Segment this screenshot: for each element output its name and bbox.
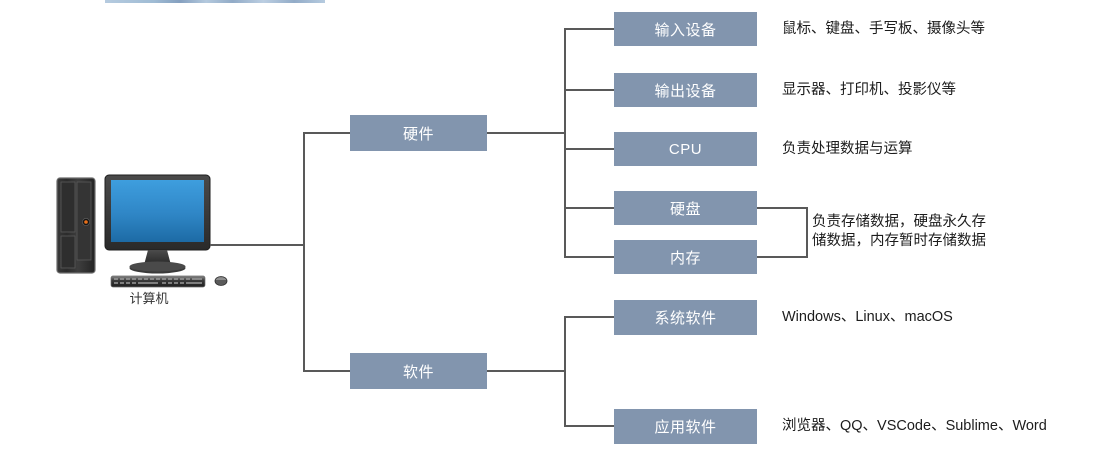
node-system-software[interactable]: 系统软件 xyxy=(614,300,757,335)
software-stem xyxy=(487,370,566,372)
root-label: 计算机 xyxy=(129,291,169,306)
branch-hard-disk xyxy=(564,207,614,209)
node-hard-disk-label: 硬盘 xyxy=(669,200,701,218)
branch-app-software xyxy=(564,425,614,427)
node-cpu[interactable]: CPU xyxy=(614,132,757,166)
trunk-to-hardware xyxy=(303,132,351,134)
node-app-software-label: 应用软件 xyxy=(654,419,717,436)
desc-app-software: 浏览器、QQ、VSCode、Sublime、Word xyxy=(782,418,1047,434)
node-input-device-label: 输入设备 xyxy=(654,21,717,39)
node-hardware[interactable]: 硬件 xyxy=(350,115,487,151)
branch-output-device xyxy=(564,89,614,91)
node-hard-disk[interactable]: 硬盘 xyxy=(614,191,757,225)
desc-storage-group: 负责存储数据，硬盘永久存 储数据，内存暂时存储数据 xyxy=(812,214,986,249)
desc-input-device: 鼠标、键盘、手写板、摄像头等 xyxy=(782,21,985,37)
trunk-vertical xyxy=(303,132,305,372)
node-cpu-label: CPU xyxy=(668,140,703,158)
node-software-label: 软件 xyxy=(402,363,434,381)
desc-system-software: Windows、Linux、macOS xyxy=(782,309,953,325)
node-software[interactable]: 软件 xyxy=(350,353,487,389)
trunk-to-software xyxy=(303,370,351,372)
node-output-device-label: 输出设备 xyxy=(654,82,717,100)
node-output-device[interactable]: 输出设备 xyxy=(614,73,757,107)
node-memory-label: 内存 xyxy=(669,249,701,267)
branch-cpu xyxy=(564,148,614,150)
top-cropped-strip xyxy=(105,0,325,3)
hardware-spine xyxy=(564,28,566,257)
hardware-stem xyxy=(487,132,566,134)
branch-input-device xyxy=(564,28,614,30)
merge-bracket-bottom xyxy=(757,256,808,258)
branch-memory xyxy=(564,256,614,258)
node-input-device[interactable]: 输入设备 xyxy=(614,12,757,46)
trunk-horizontal xyxy=(210,244,305,246)
desc-cpu: 负责处理数据与运算 xyxy=(782,141,913,157)
node-memory[interactable]: 内存 xyxy=(614,240,757,274)
desc-output-device: 显示器、打印机、投影仪等 xyxy=(782,82,956,98)
branch-system-software xyxy=(564,316,614,318)
node-hardware-label: 硬件 xyxy=(402,125,434,143)
merge-bracket-top xyxy=(757,207,808,209)
software-spine xyxy=(564,316,566,426)
node-system-software-label: 系统软件 xyxy=(654,310,717,327)
node-app-software[interactable]: 应用软件 xyxy=(614,409,757,444)
merge-bracket-spine xyxy=(806,207,808,258)
desktop-computer-icon xyxy=(56,174,228,288)
